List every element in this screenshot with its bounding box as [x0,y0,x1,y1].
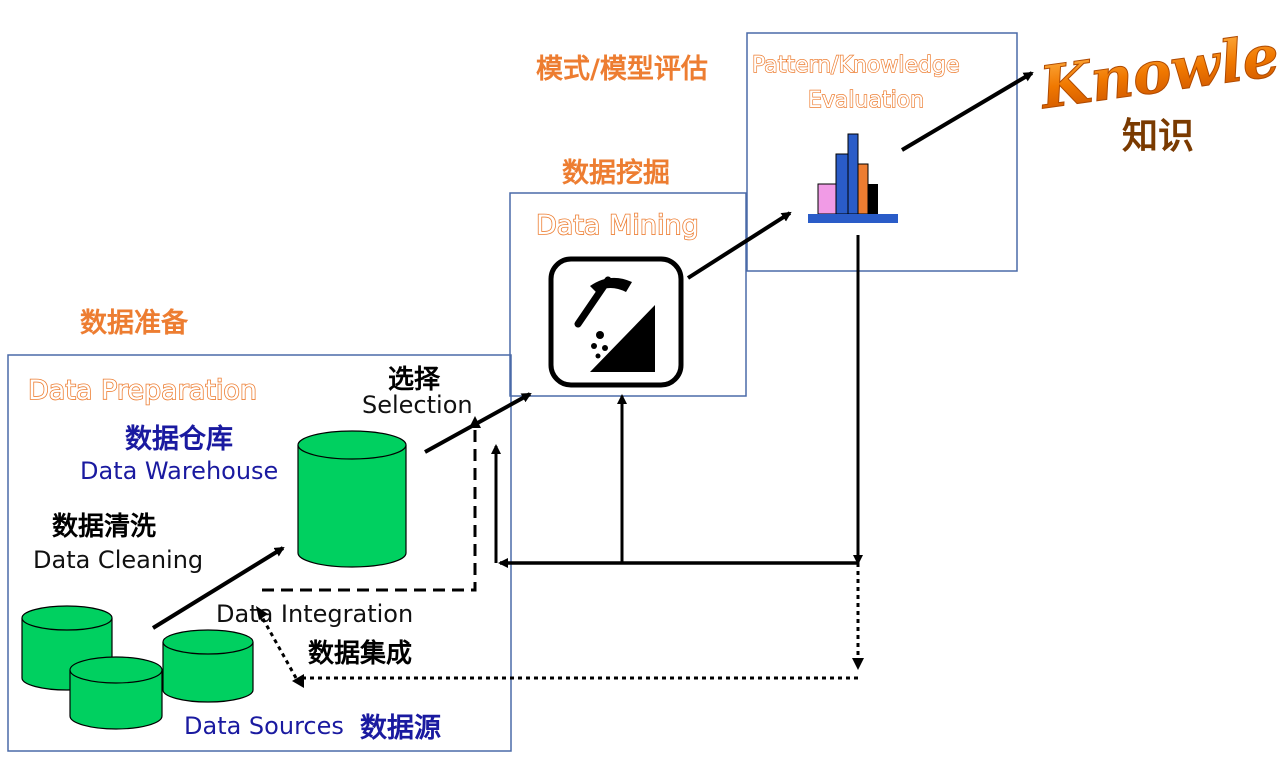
sources-label-zh: 数据源 [360,713,441,744]
preparation-title-zh: 数据准备 [80,308,189,339]
preparation-title-en: Data Preparation [28,375,257,406]
warehouse-label-en: Data Warehouse [80,457,278,485]
cleaning-label-zh: 数据清洗 [52,512,156,542]
evaluation-title-en-line1: Pattern/Knowledge [752,53,960,78]
sources-label-en: Data Sources [184,712,344,740]
integration-dashed-path [262,420,477,592]
mining-title-zh: 数据挖掘 [562,157,670,189]
bar-chart-icon [808,133,898,223]
cleaning-arrow [151,546,285,630]
data-source-cylinder [162,629,254,703]
mining-title-en: Data Mining [536,210,699,241]
knowledge-arrow [900,71,1034,152]
integration-label-zh: 数据集成 [308,638,412,669]
data-source-cylinder [69,656,163,730]
data-mining-box [509,192,747,397]
evaluation-title-zh: 模式/模型评估 [536,54,708,85]
evaluation-box [746,32,1018,272]
warehouse-label-zh: 数据仓库 [125,424,233,455]
data-warehouse-cylinder [297,430,407,568]
knowledge-title-zh: 知识 [1122,116,1194,157]
evaluation-title-en-line2: Evaluation [808,88,924,113]
knowledge-title-en: Knowledge [1034,5,1280,122]
selection-label-zh: 选择 [388,365,441,395]
integration-label-en: Data Integration [216,600,413,628]
selection-label-en: Selection [362,391,473,419]
data-preparation-box [7,354,512,752]
cleaning-label-en: Data Cleaning [33,546,203,574]
pickaxe-icon [548,256,684,388]
mining-arrow [686,211,792,280]
